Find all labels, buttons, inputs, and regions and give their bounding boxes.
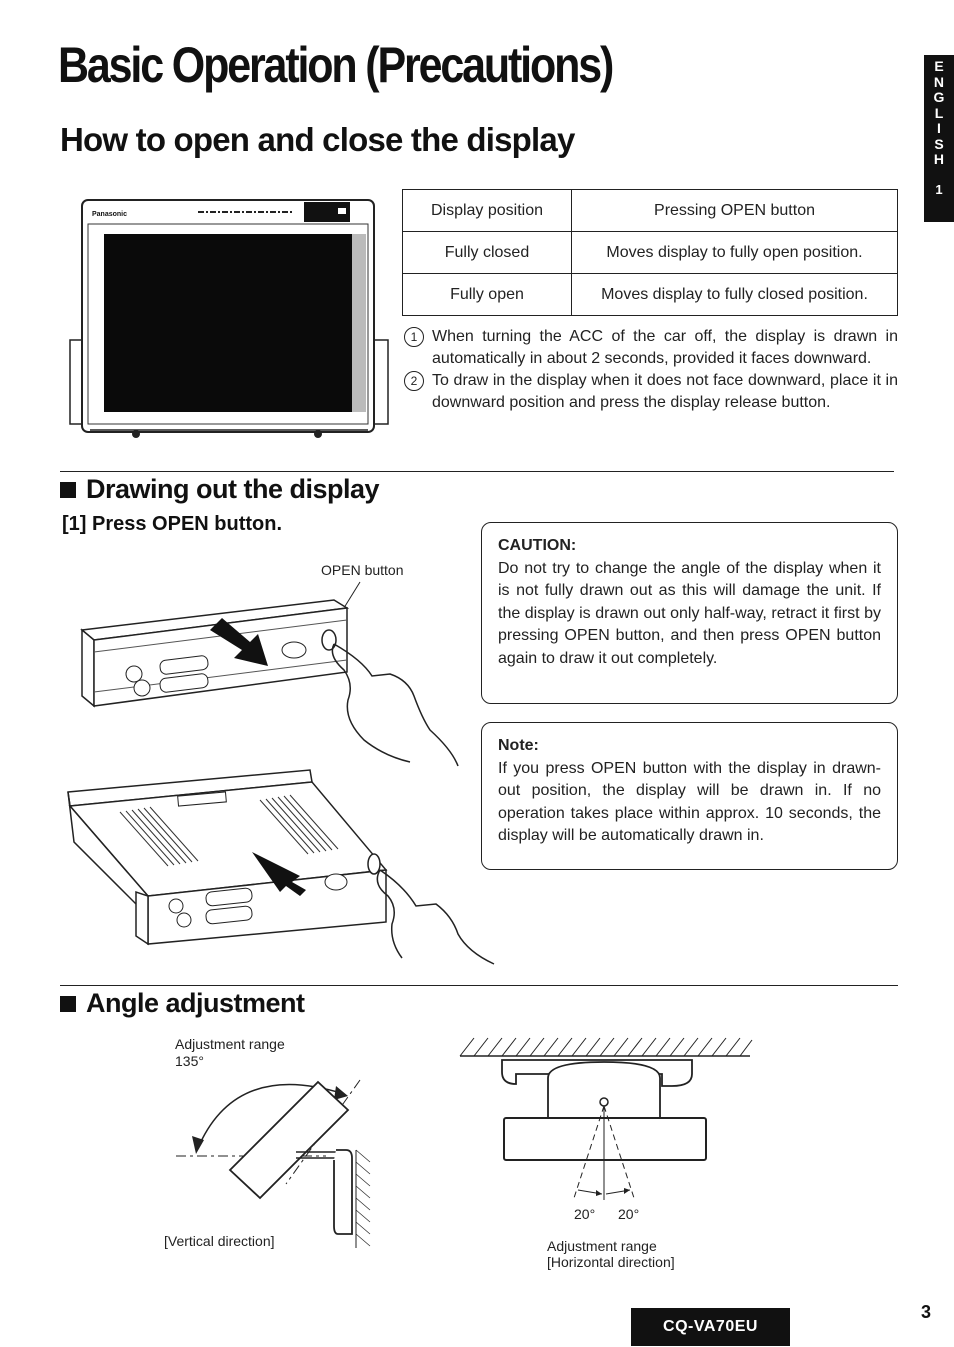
operations-table: Display position Pressing OPEN button Fu… [402, 189, 898, 316]
monitor-illustration: Panasonic [69, 199, 389, 438]
left-angle-label: 20° [574, 1206, 596, 1222]
section-heading-text: Drawing out the display [86, 474, 380, 504]
language-tab: E N G L I S H 1 [924, 55, 954, 222]
tab-letter: N [933, 73, 945, 90]
open-button-callout: OPEN button [321, 562, 404, 578]
section-heading-text: Angle adjustment [86, 988, 305, 1018]
horizontal-caption-line1: Adjustment range [547, 1238, 657, 1254]
circled-number: 2 [404, 371, 424, 391]
note-item: 2 To draw in the display when it does no… [404, 370, 898, 414]
table-row: Fully closed Moves display to fully open… [402, 231, 898, 274]
note-text: When turning the ACC of the car off, the… [432, 328, 898, 367]
caution-text: Do not try to change the angle of the di… [498, 559, 881, 667]
section-heading-drawing: Drawing out the display [60, 474, 380, 504]
horizontal-angle-diagram [459, 1037, 753, 1200]
caution-heading: CAUTION: [498, 537, 577, 554]
note-item: 1 When turning the ACC of the car off, t… [404, 326, 898, 370]
note-heading: Note: [498, 737, 539, 754]
vertical-caption: [Vertical direction] [164, 1233, 275, 1249]
step-instruction: [1] Press OPEN button. [62, 513, 283, 535]
table-header-row: Display position Pressing OPEN button [402, 189, 898, 232]
square-bullet-icon [60, 995, 76, 1012]
tab-letter: S [934, 135, 944, 152]
note-text: If you press OPEN button with the displa… [498, 759, 881, 845]
tab-letter: L [934, 104, 944, 121]
model-badge: CQ-VA70EU [631, 1308, 790, 1346]
unit-drawn-out-illustration [67, 769, 495, 965]
tab-number: 1 [935, 181, 943, 197]
table-header: Display position [402, 189, 572, 232]
table-cell: Moves display to fully open position. [571, 231, 898, 274]
table-cell: Fully closed [402, 231, 572, 274]
circled-number: 1 [404, 327, 424, 347]
notes-list: 1 When turning the ACC of the car off, t… [404, 326, 898, 414]
page-title: Basic Operation (Precautions) [58, 37, 614, 93]
table-header: Pressing OPEN button [571, 189, 898, 232]
caution-box: CAUTION: Do not try to change the angle … [481, 522, 898, 704]
vertical-angle-diagram [176, 1079, 371, 1248]
vertical-range-value: 135° [175, 1053, 204, 1069]
tab-letter: G [933, 89, 945, 105]
right-angle-label: 20° [618, 1206, 640, 1222]
tab-letter: E [934, 58, 944, 74]
square-bullet-icon [60, 481, 76, 498]
table-row: Fully open Moves display to fully closed… [402, 273, 898, 316]
table-cell: Moves display to fully closed position. [571, 273, 898, 316]
table-cell: Fully open [402, 273, 572, 316]
unit-press-illustration [80, 581, 459, 767]
brand-logo: Panasonic [92, 211, 127, 218]
page-number: 3 [921, 1302, 932, 1322]
section-divider [60, 471, 894, 472]
section-divider [60, 985, 898, 986]
tab-letter: I [937, 120, 941, 136]
horizontal-caption-line2: [Horizontal direction] [547, 1254, 675, 1270]
section-heading-angle: Angle adjustment [60, 990, 305, 1017]
note-box: Note: If you press OPEN button with the … [481, 722, 898, 870]
section-title-open-close: How to open and close the display [60, 121, 575, 158]
note-text: To draw in the display when it does not … [432, 372, 898, 411]
tab-letter: H [933, 151, 945, 167]
vertical-range-label: Adjustment range [175, 1036, 285, 1052]
